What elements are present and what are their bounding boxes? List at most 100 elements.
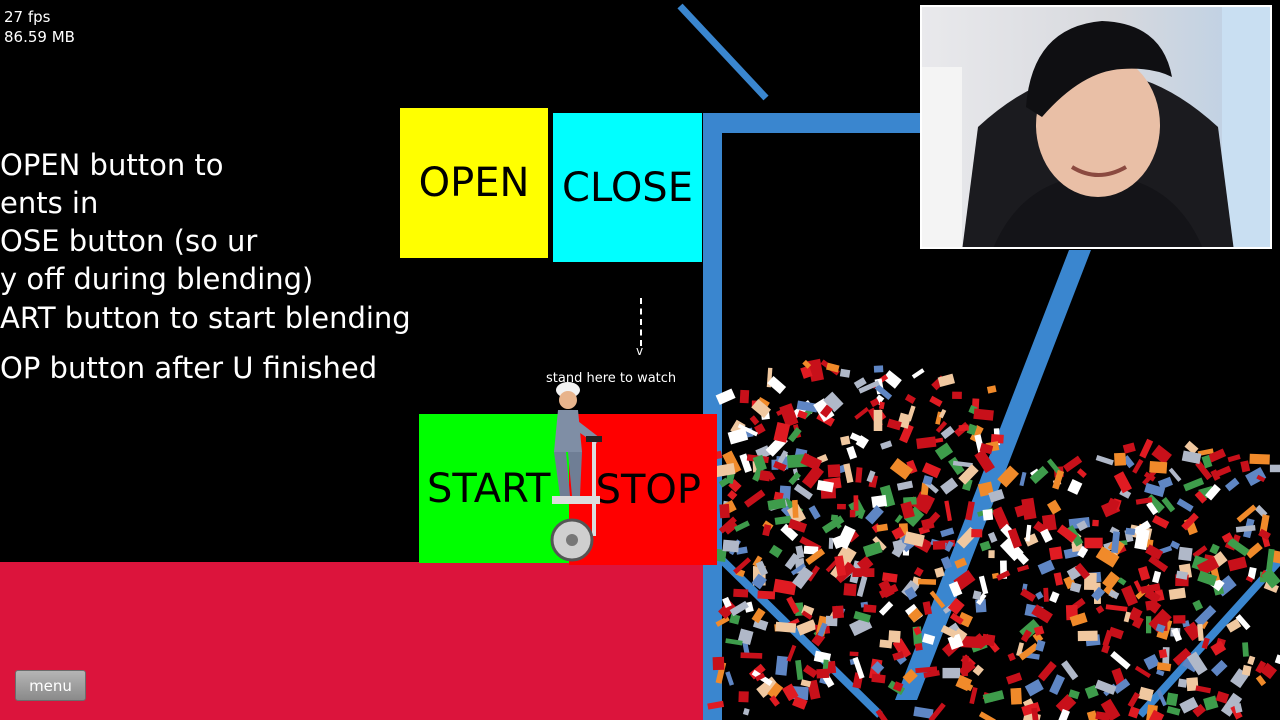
debris-piece (892, 651, 905, 661)
debris-piece (752, 555, 763, 568)
debris-piece (843, 463, 854, 484)
debris-piece (786, 644, 797, 662)
debris-piece (801, 610, 813, 620)
debris-piece (801, 464, 824, 489)
debris-piece (820, 404, 833, 418)
debris-piece (1091, 586, 1106, 602)
debris-piece (800, 365, 813, 379)
stand-here-hint: stand here to watch (546, 371, 677, 386)
debris-piece (1077, 546, 1089, 559)
debris-piece (727, 489, 738, 501)
debris-piece (922, 475, 934, 486)
debris-piece (947, 633, 964, 650)
dashed-arrow-line (640, 298, 642, 346)
debris-piece (827, 464, 841, 478)
debris-piece (876, 523, 889, 532)
debris-piece (1274, 654, 1280, 666)
debris-piece (1029, 465, 1049, 485)
debris-piece (1102, 629, 1113, 647)
debris-piece (869, 398, 880, 408)
stop-button-label: STOP (595, 466, 701, 513)
debris-piece (1205, 484, 1221, 501)
debris-piece (996, 570, 1011, 581)
memory-counter: 86.59 MB (4, 28, 75, 46)
debris-piece (923, 670, 940, 678)
debris-piece (1025, 524, 1032, 542)
debris-piece (1192, 599, 1204, 611)
debris-piece (1056, 524, 1078, 543)
debris-piece (944, 500, 953, 522)
debris-piece (922, 633, 936, 645)
instruction-line-5: ART button to start blending (0, 301, 411, 335)
debris-piece (737, 423, 759, 437)
debris-piece (729, 613, 741, 625)
debris-piece (929, 395, 943, 408)
debris-piece (1220, 692, 1243, 717)
debris-piece (1134, 665, 1151, 679)
debris-piece (1201, 454, 1213, 469)
debris-piece (880, 440, 893, 450)
debris-piece (787, 518, 808, 533)
debris-piece (805, 548, 826, 566)
debris-piece (906, 405, 916, 422)
segway-handle (592, 440, 596, 536)
debris-piece (1221, 532, 1234, 543)
debris-piece (817, 622, 828, 637)
debris-piece (964, 682, 974, 692)
debris-piece (940, 527, 955, 538)
debris-piece (938, 409, 947, 419)
debris-piece (1256, 474, 1266, 483)
debris-piece (1245, 467, 1267, 487)
debris-piece (952, 391, 962, 399)
debris-piece (1100, 698, 1121, 720)
debris-piece (855, 435, 869, 449)
debris-piece (1269, 464, 1280, 473)
debris-piece (965, 501, 975, 521)
debris-piece (1195, 460, 1213, 481)
debris-piece (1040, 528, 1053, 543)
debris-piece (1148, 709, 1165, 720)
debris-piece (740, 652, 763, 659)
debris-piece (1242, 642, 1249, 657)
debris-piece (735, 546, 748, 555)
debris-piece (1156, 689, 1167, 707)
debris-piece (1177, 678, 1188, 688)
debris-piece (1240, 460, 1251, 473)
debris-piece (751, 573, 767, 590)
debris-piece (874, 384, 893, 401)
debris-piece (792, 566, 814, 590)
debris-piece (966, 423, 978, 436)
debris-piece (773, 578, 797, 596)
close-button[interactable]: CLOSE (553, 113, 702, 262)
debris-piece (751, 398, 772, 419)
menu-button[interactable]: menu (15, 670, 86, 701)
debris-piece (911, 368, 925, 379)
debris-piece (913, 706, 934, 719)
debris-piece (719, 503, 730, 519)
open-button[interactable]: OPEN (400, 108, 548, 258)
debris-piece (1175, 570, 1188, 580)
instruction-line-3: OSE button (so ur (0, 224, 258, 258)
debris-piece (1016, 564, 1030, 573)
debris-piece (1010, 687, 1022, 705)
debris-piece (1074, 562, 1091, 580)
debris-piece (987, 531, 998, 543)
debris-piece (1113, 471, 1133, 494)
debris-piece (1035, 639, 1046, 652)
debris-piece (836, 525, 856, 550)
debris-piece (759, 470, 771, 482)
debris-piece (774, 515, 792, 525)
debris-piece (988, 488, 1005, 503)
debris-piece (755, 560, 769, 577)
debris-piece (1031, 707, 1039, 720)
debris-piece (1236, 504, 1257, 523)
debris-piece (1157, 476, 1173, 490)
debris-piece (1035, 591, 1044, 600)
debris-piece (881, 572, 898, 583)
start-button[interactable]: START (419, 414, 569, 563)
debris-piece (1210, 469, 1221, 481)
debris-piece (1111, 667, 1126, 686)
debris-piece (1046, 499, 1062, 515)
debris-piece (903, 506, 925, 528)
